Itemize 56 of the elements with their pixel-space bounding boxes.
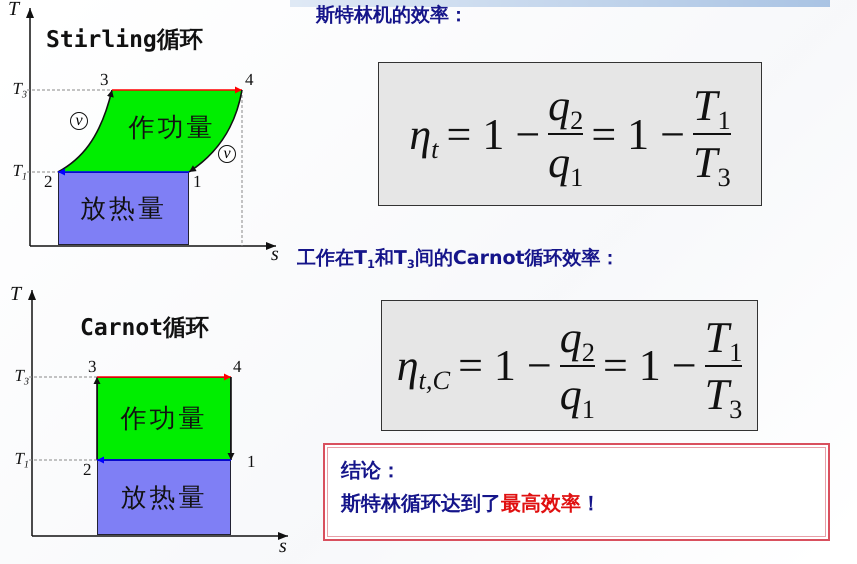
operator: = 1 −	[602, 340, 697, 391]
state-point-label: 4	[245, 72, 254, 88]
state-point-label: 2	[44, 174, 52, 190]
axis-tick-label: T$_{3}$	[12, 80, 27, 98]
area-label: 作功量	[120, 403, 208, 436]
formula-box	[381, 300, 758, 431]
operator: = 1 −	[591, 108, 685, 160]
efficiency-symbol: η$_{t}$	[409, 108, 438, 160]
axis-tick-label: T$_{1}$	[14, 450, 29, 468]
axis-label: s	[279, 535, 287, 557]
axis-tick-label: T$_{1}$	[12, 162, 27, 180]
work-area	[97, 377, 231, 460]
operator: = 1 −	[446, 108, 540, 160]
state-point-label: 1	[193, 174, 202, 190]
process-arrow	[58, 168, 189, 176]
state-point-label: 1	[247, 454, 256, 470]
section-heading: 工作在T$_{1}$和T$_{3}$间的Carnot循环效率：	[297, 248, 620, 269]
axis-label: T	[10, 283, 22, 305]
axis-label: s	[271, 243, 279, 265]
conclusion-text: 斯特林循环达到了最高效率！	[341, 490, 602, 517]
state-point-label: 4	[233, 359, 242, 375]
efficiency-symbol: η$_{t,C}$	[396, 340, 450, 391]
process-arrow	[94, 377, 100, 460]
state-symbol: v	[218, 145, 236, 163]
numerator: T$_{1}$	[704, 312, 742, 362]
heat-area	[58, 172, 189, 245]
process-arrow	[228, 377, 234, 460]
chart-title: Stirling循环	[46, 28, 203, 54]
process-arrow	[112, 86, 242, 94]
heat-area	[97, 460, 231, 535]
section-heading: 斯特林机的效率：	[316, 5, 468, 26]
area-label: 放热量	[80, 193, 167, 226]
process-arrow	[188, 90, 243, 173]
conclusion-box	[323, 443, 830, 541]
process-arrow	[97, 374, 231, 380]
numerator: T$_{1}$	[692, 80, 731, 131]
denominator: T$_{3}$	[704, 368, 742, 420]
area-label: 作功量	[128, 112, 216, 144]
process-arrow	[97, 456, 231, 464]
state-point-label: 2	[83, 462, 92, 478]
area-label: 放热量	[120, 482, 208, 515]
operator: = 1 −	[458, 340, 552, 391]
state-point-label: 3	[88, 359, 96, 375]
formula-box	[378, 62, 762, 206]
conclusion-heading: 结论：	[341, 457, 402, 484]
state-symbol: v	[70, 112, 88, 130]
state-point-label: 3	[100, 72, 108, 88]
process-arrow	[58, 90, 114, 173]
numerator: q$_{2}$	[560, 312, 595, 362]
denominator: T$_{3}$	[692, 137, 731, 188]
denominator: q$_{1}$	[548, 137, 584, 188]
chart-title: Carnot循环	[80, 316, 210, 342]
denominator: q$_{1}$	[560, 368, 595, 420]
axis-label: T	[8, 0, 20, 20]
numerator: q$_{2}$	[548, 80, 584, 131]
axis-tick-label: T$_{3}$	[14, 367, 29, 385]
